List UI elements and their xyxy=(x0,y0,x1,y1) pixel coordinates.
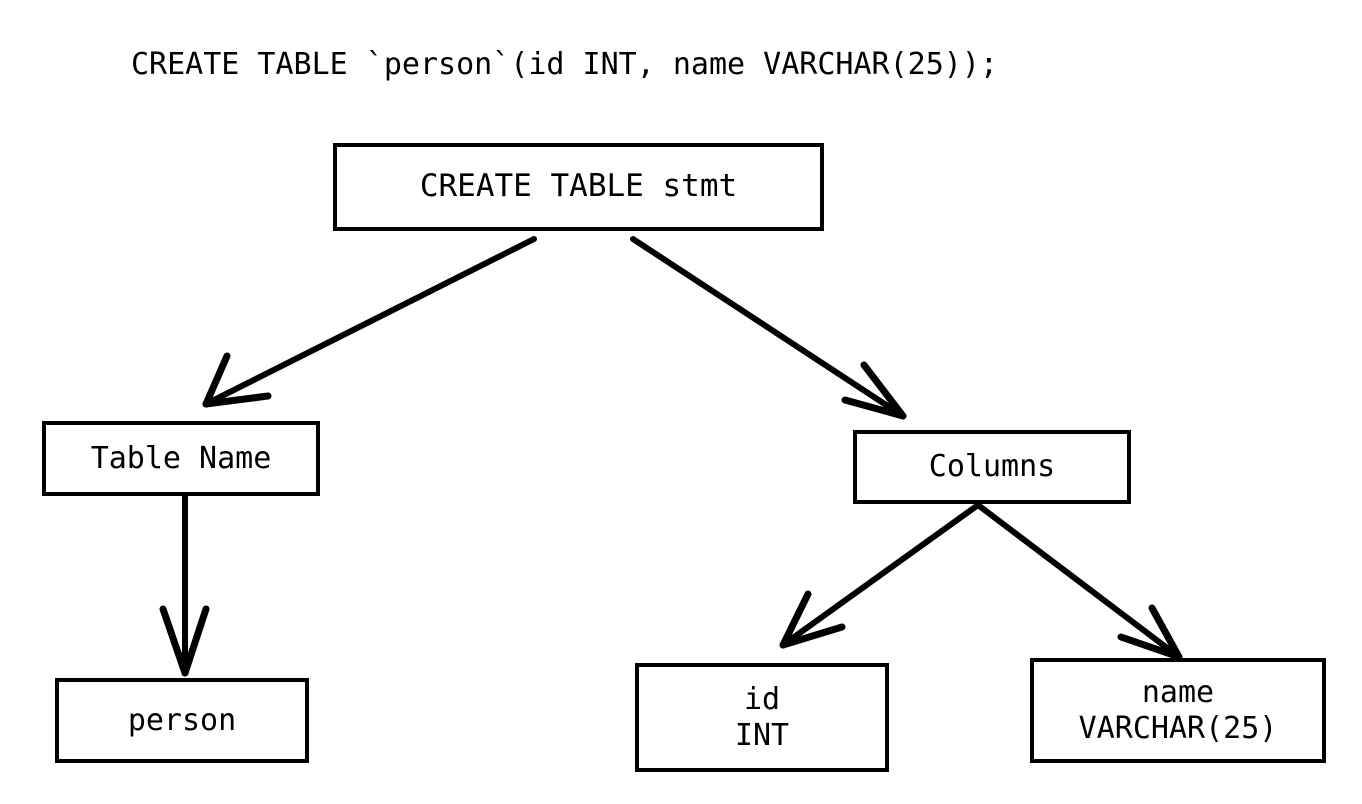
node-create-table-stmt[interactable]: CREATE TABLE stmt xyxy=(333,143,824,231)
node-label-line-2: VARCHAR(25) xyxy=(1078,710,1278,746)
node-label-line-1: name xyxy=(1141,674,1215,710)
node-label-line-1: id xyxy=(743,681,781,717)
edge-columns-to-name xyxy=(975,502,1183,661)
node-person[interactable]: person xyxy=(55,678,309,763)
node-column-name[interactable]: name VARCHAR(25) xyxy=(1030,658,1326,763)
edge-root-to-table-name xyxy=(202,236,537,408)
node-columns[interactable]: Columns xyxy=(853,430,1131,504)
sql-statement-caption: CREATE TABLE `person`(id INT, name VARCH… xyxy=(131,47,998,82)
edge-columns-to-id xyxy=(779,502,981,649)
node-label: Columns xyxy=(928,449,1056,484)
node-label: Table Name xyxy=(90,440,272,476)
node-label: CREATE TABLE stmt xyxy=(419,168,738,205)
edge-root-to-columns xyxy=(630,236,907,420)
node-table-name[interactable]: Table Name xyxy=(42,421,320,496)
node-label-line-2: INT xyxy=(734,717,790,753)
edge-table-name-to-person xyxy=(159,493,210,677)
node-column-id[interactable]: id INT xyxy=(635,663,889,772)
node-label: person xyxy=(127,702,237,738)
